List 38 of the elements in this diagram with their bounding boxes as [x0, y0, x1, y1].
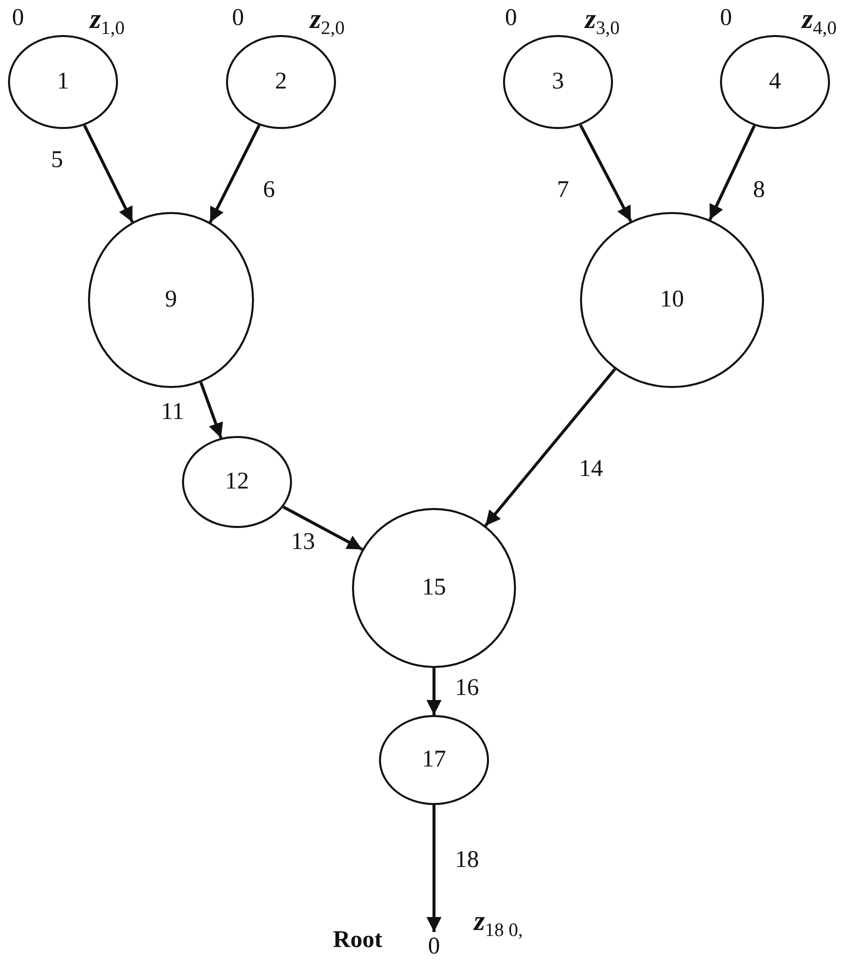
arrow	[199, 382, 223, 438]
circle-node	[226, 35, 336, 129]
arrow	[83, 124, 134, 223]
node-label: 4	[769, 68, 781, 96]
arrow	[579, 124, 632, 222]
arrow	[208, 124, 261, 224]
circle-node	[182, 436, 292, 528]
circle-node	[503, 35, 613, 129]
node-annotation: z$_{2,0}$	[310, 6, 345, 38]
circle-node	[720, 35, 830, 129]
annotation: z$_{18 0,}$	[474, 908, 523, 940]
node-annotation: z$_{1,0}$	[90, 6, 125, 38]
node-annotation: 0	[232, 6, 244, 30]
node-annotation: 0	[12, 6, 24, 30]
node-label: 3	[552, 68, 564, 96]
arrow	[484, 368, 616, 527]
circle-node	[379, 715, 489, 805]
node-label: 2	[275, 68, 287, 96]
circle-node	[352, 508, 516, 668]
circle-node	[8, 35, 118, 129]
circle-node	[580, 212, 764, 388]
root-label: Root	[333, 928, 382, 952]
node-label: 9	[165, 286, 177, 314]
circle-node	[88, 212, 254, 388]
node-label: 1	[57, 68, 69, 96]
node-annotation: 0	[720, 6, 732, 30]
node-label: 12	[225, 468, 249, 496]
node-label: 0	[428, 934, 440, 960]
node-label: 15	[422, 574, 446, 602]
node-label: 17	[422, 746, 446, 774]
arrow	[708, 124, 756, 220]
node-annotation: z$_{4,0}$	[802, 6, 837, 38]
node-annotation: 0	[505, 6, 517, 30]
arrow	[426, 668, 442, 715]
node-annotation: z$_{3,0}$	[585, 6, 620, 38]
arrow	[426, 805, 442, 932]
arrow	[282, 506, 363, 551]
node-label: 10	[660, 286, 684, 314]
